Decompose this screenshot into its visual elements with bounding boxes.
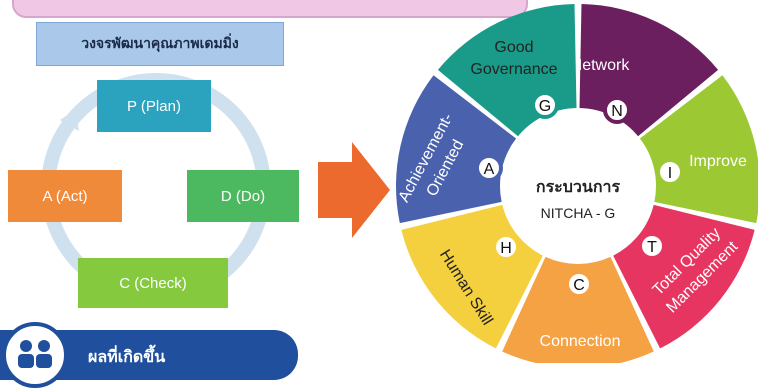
right-arrow	[318, 142, 390, 238]
center-label-thai: กระบวนการ	[536, 177, 621, 196]
cycle-arrowhead	[60, 110, 79, 131]
segment-badge-n	[603, 96, 631, 124]
segment-label-c: Connection	[540, 333, 621, 350]
center-label-code: NITCHA - G	[541, 205, 616, 221]
pdca-title: วงจรพัฒนาคุณภาพเดมมิ่ง	[36, 22, 284, 66]
top-banner	[12, 0, 528, 18]
result-badge-label: ผลที่เกิดขึ้น	[88, 347, 166, 366]
segment-label-i: Improve	[689, 153, 747, 170]
pdca-act: A (Act)	[8, 170, 122, 222]
segment-badge-t	[638, 232, 666, 260]
segment-letter-t: T	[647, 239, 657, 256]
segment-a	[396, 75, 517, 224]
segment-i	[639, 75, 758, 224]
center-circle	[516, 124, 640, 248]
pdca-plan: P (Plan)	[97, 80, 211, 132]
segment-letter-g: G	[539, 98, 551, 115]
people-icon	[2, 322, 68, 388]
segment-letter-h: H	[500, 240, 512, 257]
segment-letter-i: I	[668, 165, 672, 182]
segment-c	[502, 256, 654, 363]
segment-badge-h	[492, 233, 520, 261]
segment-badge-a	[475, 154, 503, 182]
segment-letter-n: N	[611, 103, 623, 120]
segment-badge-g	[531, 91, 559, 119]
pdca-check: C (Check)	[78, 258, 228, 308]
segment-badge-c	[565, 270, 593, 298]
segment-letter-a: A	[484, 161, 495, 178]
segment-label-n: Network	[571, 57, 631, 74]
segment-letter-c: C	[573, 277, 585, 294]
pdca-do: D (Do)	[187, 170, 299, 222]
segment-badge-i	[656, 158, 684, 186]
